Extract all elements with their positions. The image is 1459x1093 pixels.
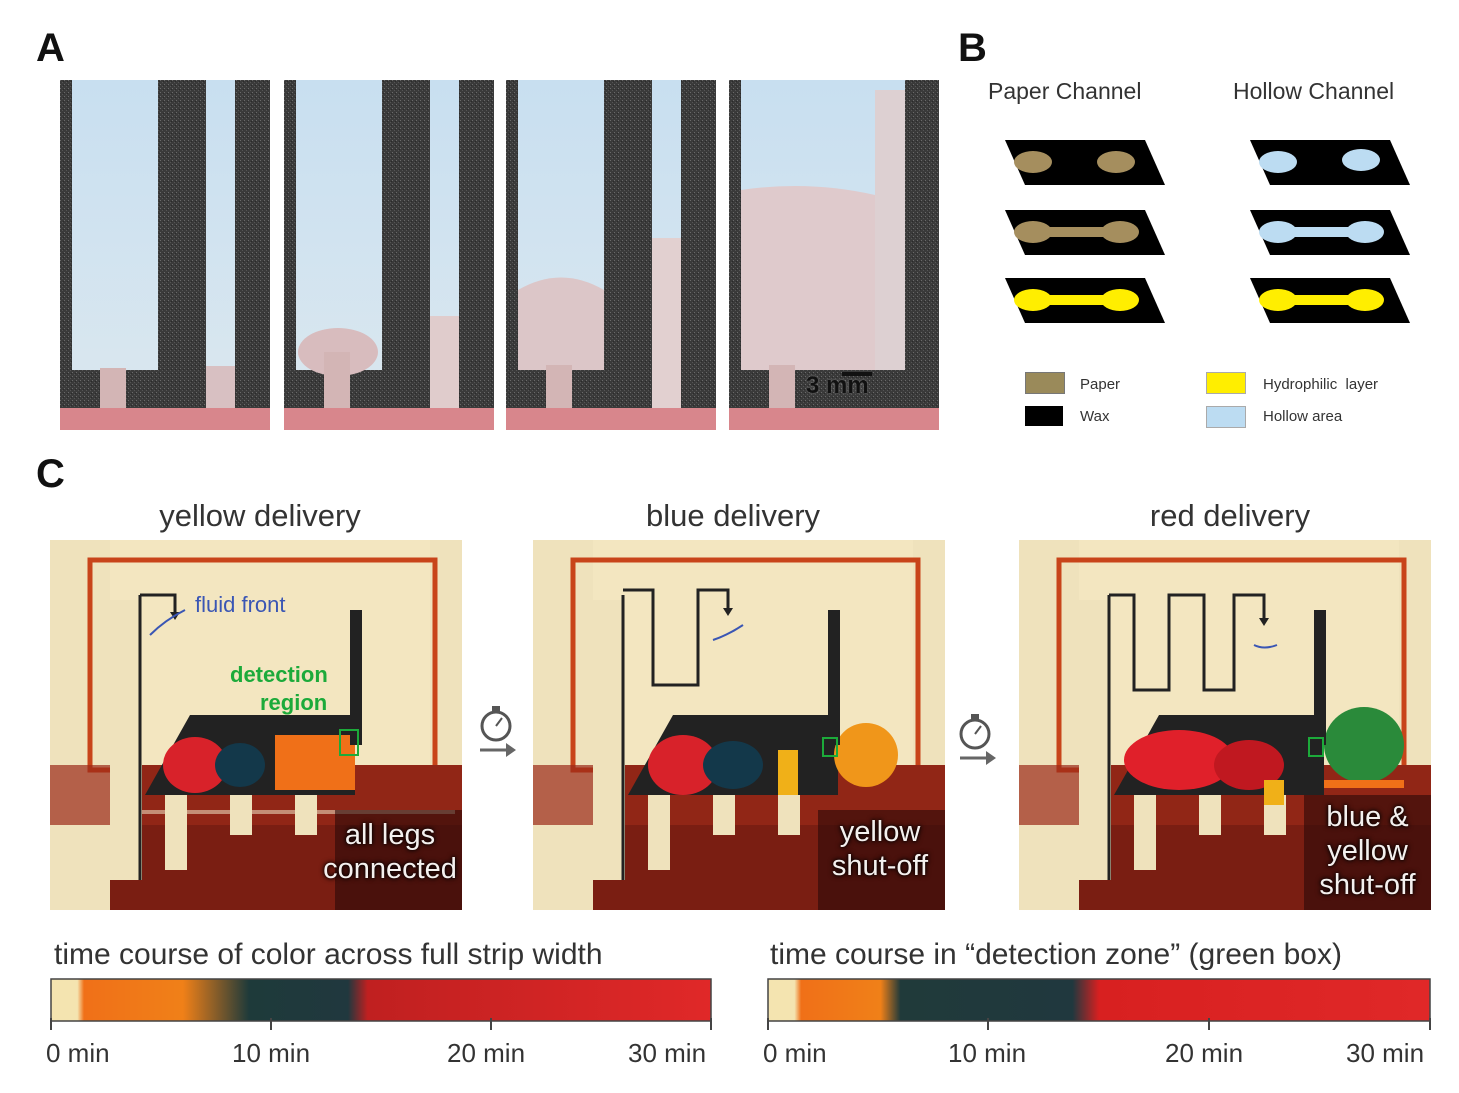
time-course-strip-full bbox=[50, 978, 712, 1022]
stopwatch-icon bbox=[480, 706, 512, 742]
tick-detection-0: 0 min bbox=[763, 1038, 827, 1068]
time-course-title-full: time course of color across full strip w… bbox=[54, 938, 603, 971]
wicking-photo-1 bbox=[60, 80, 270, 430]
stage-title-yellow: yellow delivery bbox=[159, 498, 361, 533]
paper-channel-heading: Paper Channel bbox=[988, 78, 1142, 104]
legend-label-hollow: Hollow area bbox=[1263, 408, 1343, 425]
tick-full-0: 0 min bbox=[46, 1038, 110, 1068]
device-photo-yellow: fluid front detection region bbox=[50, 540, 462, 910]
wicking-photo-2 bbox=[284, 80, 494, 430]
panel-b-letter: B bbox=[958, 26, 987, 70]
hollow-channel-heading: Hollow Channel bbox=[1233, 78, 1395, 104]
tick-full-10: 10 min bbox=[232, 1038, 311, 1068]
paper-channel-stack bbox=[1005, 140, 1165, 323]
tick-full-30: 30 min bbox=[628, 1038, 707, 1068]
right-arrow-icon-2 bbox=[960, 751, 996, 765]
legend-swatch-wax bbox=[1025, 406, 1063, 426]
time-course-title-detection: time course in “detection zone” (green b… bbox=[770, 938, 1342, 971]
tick-detection-10: 10 min bbox=[948, 1038, 1027, 1068]
wicking-photo-3 bbox=[506, 80, 716, 430]
scale-bar bbox=[842, 372, 872, 376]
stopwatch-icon-2 bbox=[959, 714, 991, 750]
layer-stack-diagram bbox=[1005, 140, 1410, 323]
stage-title-red: red delivery bbox=[1149, 498, 1311, 533]
panel-a-letter: A bbox=[36, 26, 65, 70]
wicking-photo-4 bbox=[729, 80, 939, 430]
caption-yellow-shut-off: yellow shut-off bbox=[831, 816, 929, 882]
legend-label-paper: Paper bbox=[1080, 376, 1121, 393]
device-photo-blue bbox=[533, 540, 945, 910]
detection-annotation-2: region bbox=[260, 690, 327, 715]
scale-bar-label: 3 mm bbox=[806, 372, 869, 399]
hollow-channel-stack bbox=[1250, 140, 1410, 323]
legend-swatch-hydrophilic bbox=[1206, 372, 1246, 394]
caption-blue-yellow-shut-off: blue & yellow shut-off bbox=[1319, 801, 1416, 901]
time-course-strip-detection bbox=[767, 978, 1431, 1022]
tick-detection-30: 30 min bbox=[1346, 1038, 1425, 1068]
detection-annotation-1: detection bbox=[230, 662, 328, 687]
device-photo-red bbox=[1019, 540, 1431, 910]
stage-title-blue: blue delivery bbox=[645, 498, 821, 533]
legend-label-hydrophilic: Hydrophilic layer bbox=[1263, 376, 1379, 393]
caption-all-legs-connected: all legs connected bbox=[323, 819, 457, 885]
time-course-ticks bbox=[50, 1018, 1431, 1030]
panel-c-letter: C bbox=[36, 452, 65, 496]
legend-swatch-hollow bbox=[1206, 406, 1246, 428]
legend-swatch-paper bbox=[1025, 372, 1065, 394]
legend-label-wax: Wax bbox=[1080, 408, 1110, 425]
fluid-front-annotation: fluid front bbox=[195, 592, 286, 617]
right-arrow-icon bbox=[480, 743, 516, 757]
tick-full-20: 20 min bbox=[447, 1038, 526, 1068]
tick-detection-20: 20 min bbox=[1165, 1038, 1244, 1068]
